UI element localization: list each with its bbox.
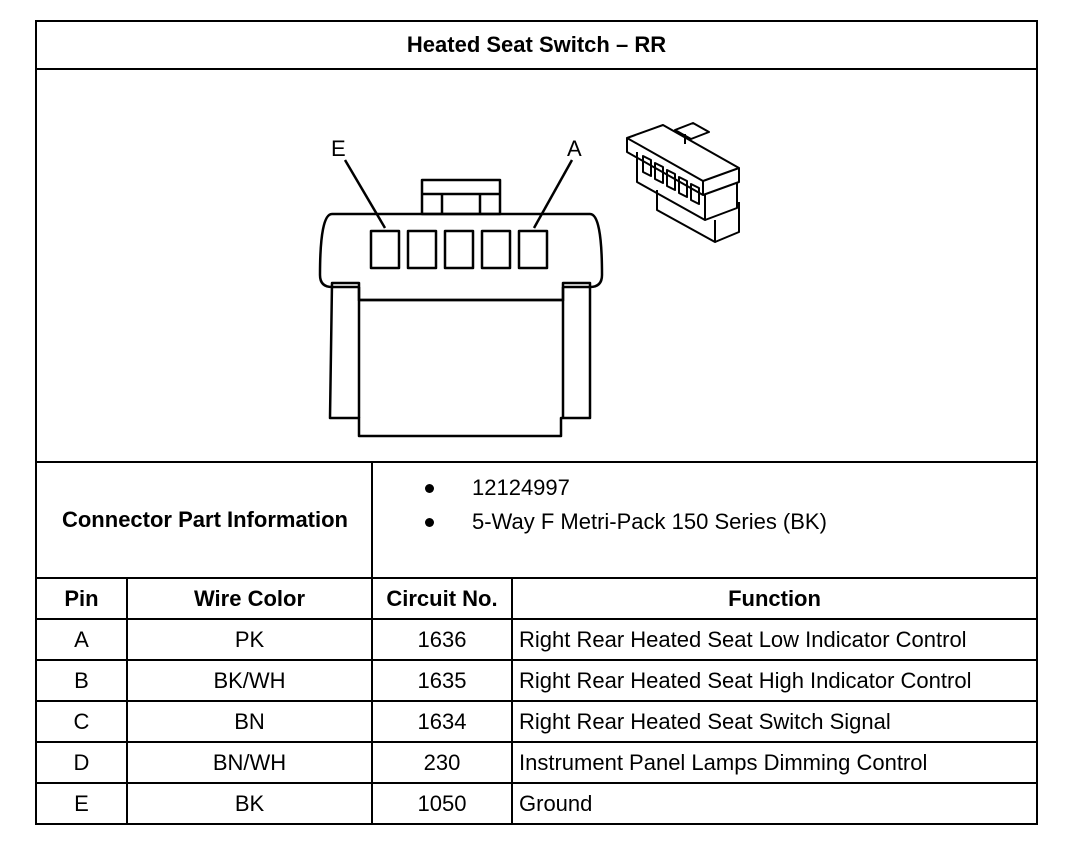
connector-lower-housing — [328, 281, 592, 438]
divider — [37, 577, 1036, 579]
divider — [371, 579, 373, 823]
cell-function: Ground — [519, 790, 593, 816]
sheet-title: Heated Seat Switch – RR — [406, 32, 667, 57]
pin-cavity-b — [480, 229, 512, 270]
connector-upper-housing — [318, 212, 604, 289]
cell-circuit-no: 230 — [423, 749, 461, 775]
divider — [37, 782, 1036, 784]
cell-wire-color: BK/WH — [213, 667, 286, 693]
divider — [37, 741, 1036, 743]
column-header-pin: Pin — [64, 585, 99, 611]
cell-wire-color: PK — [234, 626, 265, 652]
connector-part-info-label: Connector Part Information — [61, 507, 348, 532]
cell-circuit-no: 1634 — [417, 708, 467, 734]
pin-cavity-c — [443, 229, 475, 270]
cell-function: Right Rear Heated Seat Switch Signal — [519, 708, 891, 734]
pin-label-e: E — [331, 136, 346, 161]
cell-function: Right Rear Heated Seat Low Indicator Con… — [519, 626, 967, 652]
divider — [511, 579, 513, 823]
cell-function: Instrument Panel Lamps Dimming Control — [519, 749, 928, 775]
column-header-circuit-no: Circuit No. — [386, 585, 498, 611]
list-item: 5-Way F Metri-Pack 150 Series (BK) — [425, 505, 827, 539]
part-number: 12124997 — [472, 475, 570, 500]
connector-isometric-view — [626, 122, 740, 243]
cell-circuit-no: 1635 — [417, 667, 467, 693]
cell-wire-color: BK — [234, 790, 265, 816]
cell-pin: E — [74, 790, 89, 816]
divider — [371, 461, 373, 577]
connector-part-info-list: 12124997 5-Way F Metri-Pack 150 Series (… — [425, 471, 827, 539]
cell-wire-color: BN — [234, 708, 265, 734]
cell-circuit-no: 1636 — [417, 626, 467, 652]
divider — [37, 461, 1036, 463]
cell-pin: C — [73, 708, 90, 734]
bullet-icon — [425, 483, 434, 493]
pin-cavity-d — [406, 229, 438, 270]
cell-function: Right Rear Heated Seat High Indicator Co… — [519, 667, 972, 693]
leader-line-e — [343, 159, 387, 229]
divider — [37, 659, 1036, 661]
bullet-icon — [425, 517, 434, 527]
pin-cavity-a — [517, 229, 549, 270]
connector-info-sheet: Heated Seat Switch – RR — [35, 20, 1038, 825]
divider — [37, 68, 1036, 70]
pin-label-a: A — [567, 136, 582, 161]
connector-face-drawing — [318, 122, 740, 438]
cell-circuit-no: 1050 — [417, 790, 467, 816]
divider — [37, 700, 1036, 702]
leader-line-a — [532, 159, 574, 229]
pin-cavity-e — [369, 229, 401, 270]
connector-diagram: E A — [37, 70, 1036, 461]
divider — [126, 579, 128, 823]
list-item: 12124997 — [425, 471, 827, 505]
column-header-function: Function — [728, 585, 821, 611]
cell-pin: B — [74, 667, 89, 693]
connector-description: 5-Way F Metri-Pack 150 Series (BK) — [472, 509, 827, 534]
cell-pin: A — [74, 626, 89, 652]
divider — [37, 618, 1036, 620]
cell-pin: D — [73, 749, 90, 775]
connector-latch — [420, 178, 502, 216]
column-header-wire-color: Wire Color — [193, 585, 306, 611]
cell-wire-color: BN/WH — [212, 749, 287, 775]
